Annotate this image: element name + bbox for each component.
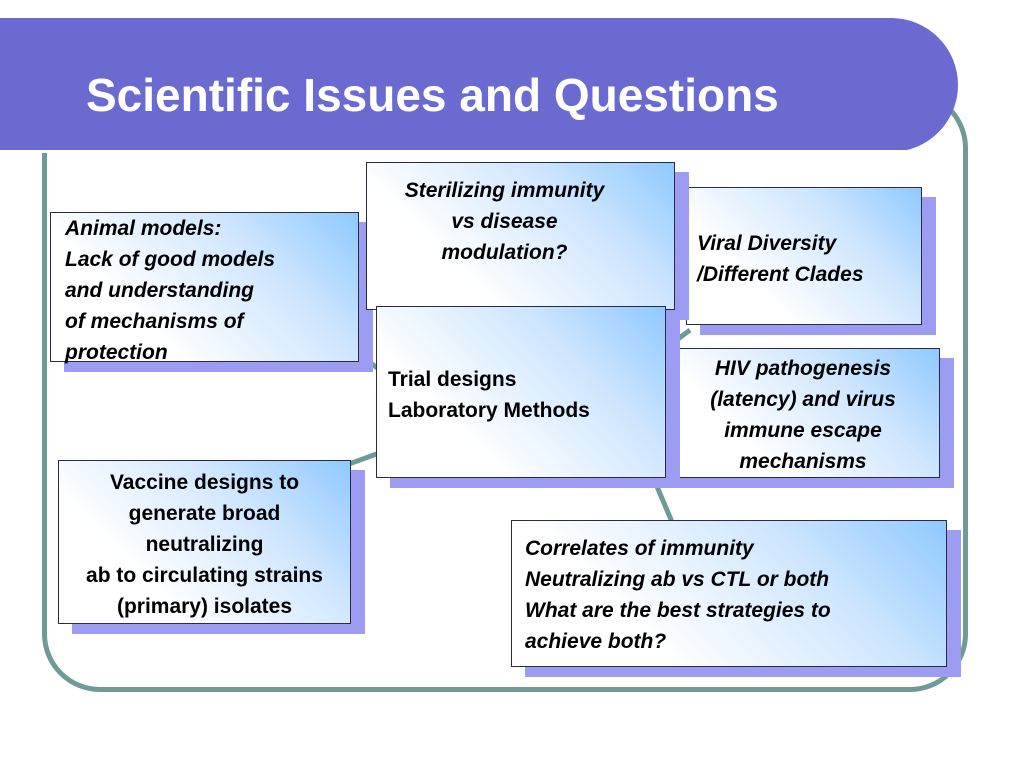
box-hiv-pathogenesis: HIV pathogenesis (latency) and virus imm… xyxy=(666,348,954,488)
box-trial-designs: Trial designs Laboratory Methods xyxy=(376,306,680,488)
box-vaccine-designs: Vaccine designs to generate broad neutra… xyxy=(58,460,365,634)
box-trial-designs-content: Trial designs Laboratory Methods xyxy=(376,306,666,478)
text-line: Trial designs xyxy=(388,368,517,391)
title-band: Scientific Issues and Questions xyxy=(0,18,958,153)
text-line: vs disease xyxy=(451,210,558,233)
text-line: Correlates of immunity xyxy=(525,537,754,560)
box-viral-diversity: Viral Diversity /Different Clades xyxy=(686,187,936,335)
text-line: Laboratory Methods xyxy=(388,399,590,422)
box-correlates: Correlates of immunity Neutralizing ab v… xyxy=(511,520,961,677)
text-line: (primary) isolates xyxy=(116,595,293,618)
text-line: ab to circulating strains xyxy=(86,564,323,587)
text-line: and understanding xyxy=(65,279,254,302)
text-line: Sterilizing immunity xyxy=(404,179,605,202)
box-correlates-content: Correlates of immunity Neutralizing ab v… xyxy=(511,520,947,667)
text-line: immune escape xyxy=(724,419,882,442)
text-line: generate broad xyxy=(128,502,281,525)
text-line: Lack of good models xyxy=(65,248,276,271)
text-line: Viral Diversity xyxy=(697,232,837,255)
text-line: neutralizing xyxy=(145,533,264,556)
box-animal-models-content: Animal models: Lack of good models and u… xyxy=(50,212,359,364)
box-viral-diversity-content: Viral Diversity /Different Clades xyxy=(686,187,922,325)
text-line: mechanisms xyxy=(739,450,867,473)
box-hiv-pathogenesis-content: HIV pathogenesis (latency) and virus imm… xyxy=(666,348,940,478)
text-line: (latency) and virus xyxy=(710,388,896,411)
text-line: Vaccine designs to xyxy=(109,471,300,494)
text-line: modulation? xyxy=(441,241,568,264)
text-line: HIV pathogenesis xyxy=(714,357,892,380)
text-line: of mechanisms of xyxy=(65,310,244,333)
box-animal-models: Animal models: Lack of good models and u… xyxy=(50,212,373,372)
text-line: protection xyxy=(65,341,168,364)
text-line: achieve both? xyxy=(525,630,667,653)
text-line: /Different Clades xyxy=(697,263,864,286)
text-line: Neutralizing ab vs CTL or both xyxy=(525,568,830,591)
box-sterilizing-immunity: Sterilizing immunity vs disease modulati… xyxy=(366,162,689,320)
slide-title: Scientific Issues and Questions xyxy=(86,69,779,121)
text-line: What are the best strategies to xyxy=(525,599,831,622)
title-underline xyxy=(0,150,906,153)
text-line: Animal models: xyxy=(65,217,222,240)
box-vaccine-designs-content: Vaccine designs to generate broad neutra… xyxy=(58,460,351,624)
box-sterilizing-immunity-content: Sterilizing immunity vs disease modulati… xyxy=(366,162,675,310)
